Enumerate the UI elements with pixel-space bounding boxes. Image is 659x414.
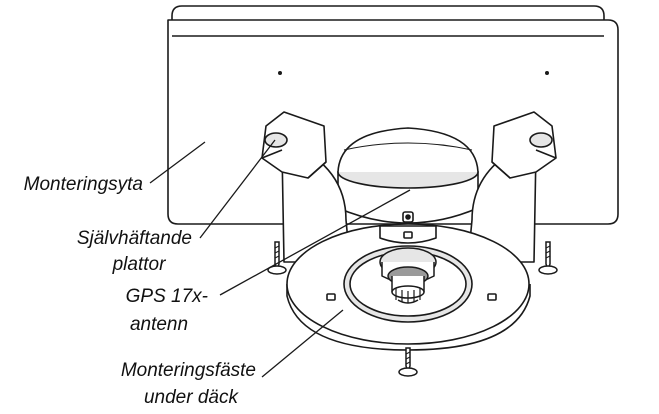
surface-hole-right: [545, 71, 549, 75]
side-screw-right: [538, 241, 558, 275]
label-mounting-surface: Monteringsyta: [24, 174, 143, 195]
bottom-screw: [398, 347, 418, 377]
ring-slot-right: [487, 293, 497, 301]
leader-antenna: [219, 189, 411, 296]
antenna-connector: [379, 247, 437, 304]
label-antenna-line1: GPS 17x-: [126, 286, 208, 307]
leader-bracket: [261, 309, 344, 378]
gps-antenna-dome: [337, 127, 479, 224]
bracket-arms: [261, 111, 557, 263]
label-adhesive-pads-line2: plattor: [112, 254, 166, 275]
ring-slot-left: [326, 293, 336, 301]
label-bracket-line2: under däck: [144, 387, 240, 408]
label-bracket-line1: Monteringsfäste: [121, 360, 256, 381]
right-adhesive-pad: [529, 132, 553, 148]
surface-hole-left: [278, 71, 282, 75]
side-screw-left: [267, 241, 287, 275]
label-antenna-line2: antenn: [130, 314, 188, 335]
label-adhesive-pads-line1: Självhäftande: [77, 228, 192, 249]
leader-mounting-surface: [149, 141, 206, 184]
left-adhesive-pad: [264, 132, 288, 148]
leader-adhesive-pads: [199, 139, 276, 239]
